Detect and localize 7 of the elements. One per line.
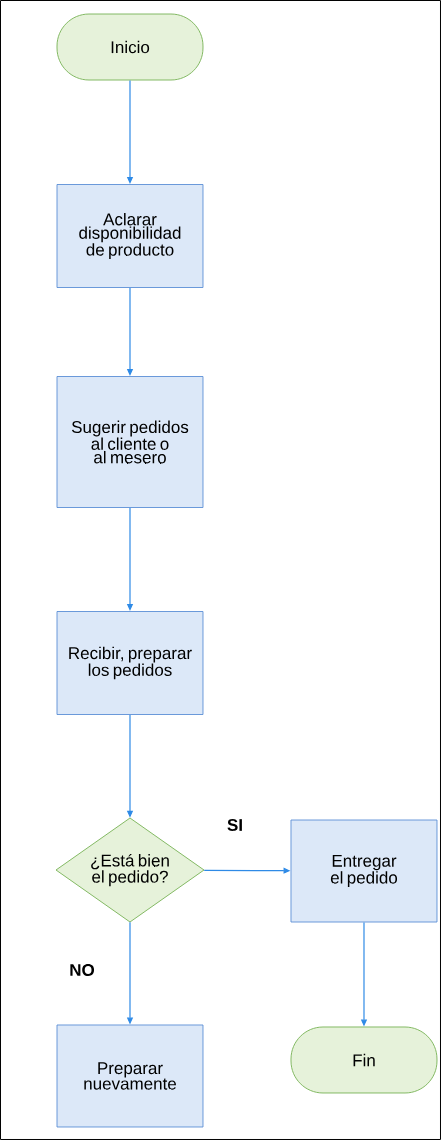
edge-label: NO xyxy=(67,962,97,978)
process-box: Preparar nuevamente xyxy=(56,1024,204,1128)
process-box: Aclarar disponibilidad de producto xyxy=(56,184,204,288)
process-box: Recibir, preparar los pedidos xyxy=(56,611,204,715)
process-box: Entregar el pedido xyxy=(290,819,438,923)
edge-label: SI xyxy=(224,817,246,833)
process-box: Sugerir pedidos al cliente o al mesero xyxy=(56,376,204,508)
